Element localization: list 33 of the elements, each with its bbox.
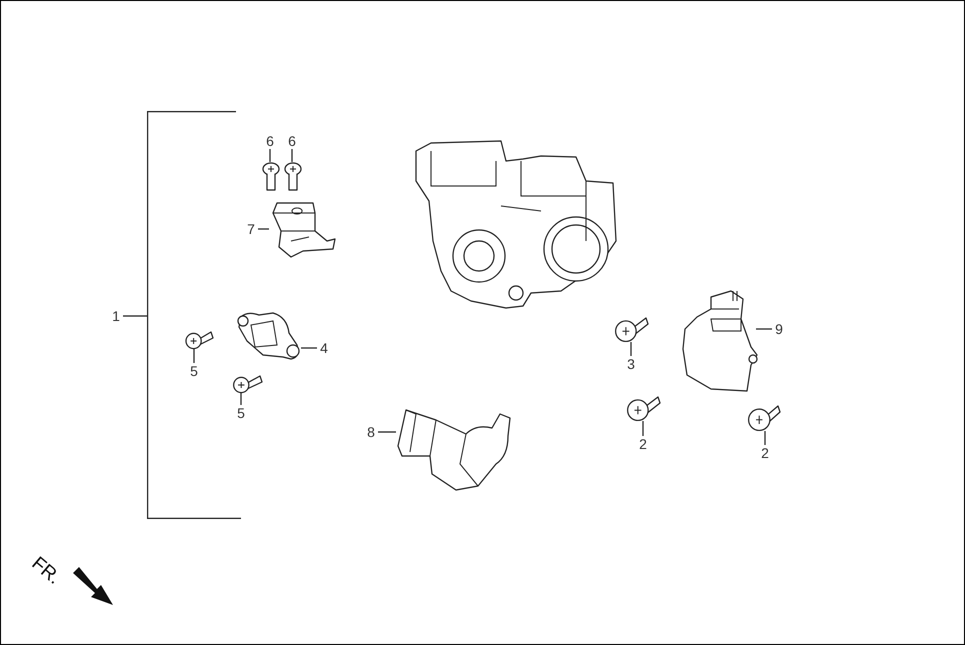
callout-number: 2 [636,436,650,452]
screw-drawing [261,162,281,192]
callout-number: 1 [109,308,123,324]
callout-number: 5 [187,363,201,379]
leader-line [193,349,195,363]
direction-label: FR. [26,553,64,590]
sensor-drawing [681,289,756,391]
callout-number: 7 [244,221,258,237]
leader-line [240,393,242,405]
callout-number: 5 [234,405,248,421]
callout-number: 4 [317,340,331,356]
leader-line [756,328,772,330]
screw-drawing [184,329,214,349]
leader-line [642,421,644,436]
screw-drawing [749,403,781,431]
leader-line [258,228,269,230]
screw-drawing [627,394,661,421]
screw-drawing [615,315,649,342]
callout-number: 6 [285,133,299,149]
callout-number: 6 [263,133,277,149]
callout-number: 3 [624,356,638,372]
leader-line [630,342,632,356]
leader-line [301,347,317,349]
callout-number: 8 [364,424,378,440]
screw-drawing [231,373,263,393]
leader-line [378,431,396,433]
callout-number: 9 [772,321,786,337]
leader-line [123,315,147,317]
screw-drawing [283,162,303,192]
leader-line [764,431,766,445]
leader-line [269,149,271,162]
callout-number: 2 [758,445,772,461]
leader-line [291,149,293,162]
